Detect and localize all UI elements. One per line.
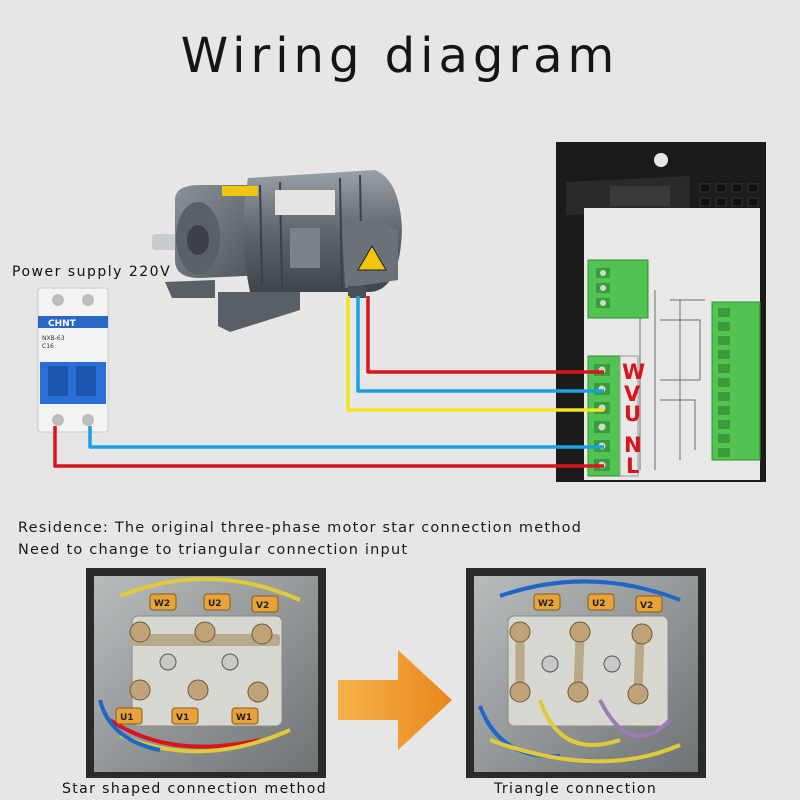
- star-label-w2: W2: [154, 599, 170, 609]
- schematic-print: [639, 290, 705, 470]
- instruction-note-2: Need to change to triangular connection …: [18, 542, 409, 558]
- instruction-note-1: Residence: The original three-phase moto…: [18, 520, 583, 536]
- triangle-connection-panel: W2 U2 V2: [466, 568, 706, 778]
- breaker-toggle-2: [76, 366, 96, 396]
- arrow-right-icon: [338, 650, 452, 750]
- wire-n-blue: [88, 426, 604, 449]
- breaker-toggle-1: [48, 366, 68, 396]
- motor-foot: [218, 292, 300, 332]
- gear-motor: [152, 170, 402, 332]
- triangle-connection-caption: Triangle connection: [494, 781, 658, 797]
- terminal-letter-v: V: [624, 382, 641, 406]
- circuit-breaker: CHNT NXB-63 C16: [37, 287, 109, 433]
- breaker-body: [37, 287, 109, 433]
- page-title: Wiring diagram: [180, 28, 620, 84]
- terminal-letter-n: N: [624, 433, 642, 457]
- warning-icon: [357, 245, 387, 271]
- triangle-label-v2: V2: [640, 601, 653, 611]
- terminal-block-small: [587, 259, 649, 319]
- terminal-block-main: [587, 355, 639, 477]
- terminal-block-right: [711, 301, 761, 461]
- wire-w-red: [366, 296, 604, 374]
- star-connection-caption: Star shaped connection method: [62, 781, 327, 797]
- star-label-u2: U2: [208, 599, 222, 609]
- star-label-v2: V2: [256, 601, 269, 611]
- cable-gland: [348, 286, 366, 298]
- wire-l-red: [53, 426, 604, 468]
- breaker-rating: C16: [42, 343, 54, 350]
- motor-nameplate: [275, 190, 335, 215]
- warning-strip: [222, 186, 258, 196]
- terminal-letter-u: U: [624, 402, 641, 426]
- terminal-letter-w: W: [622, 360, 645, 384]
- power-supply-label: Power supply 220V: [12, 264, 172, 280]
- wire-v-blue: [356, 296, 604, 393]
- controller-label-area: [610, 186, 670, 206]
- mount-hole: [654, 153, 668, 167]
- breaker-model: NXB-63: [42, 335, 65, 342]
- star-label-v1: V1: [176, 713, 189, 723]
- star-label-w1: W1: [236, 713, 252, 723]
- triangle-label-w2: W2: [538, 599, 554, 609]
- triangle-label-u2: U2: [592, 599, 606, 609]
- terminal-letter-l: L: [626, 454, 639, 478]
- breaker-brand: CHNT: [48, 319, 77, 329]
- breaker-brand-strip: [38, 316, 108, 328]
- vent-grille: [699, 183, 759, 207]
- wire-u-yellow: [346, 296, 604, 412]
- star-label-u1: U1: [120, 713, 134, 723]
- wires: [53, 296, 604, 468]
- star-connection-panel: W2 U2 V2 U1 V1 W1: [86, 568, 326, 778]
- speed-controller: W V U N L: [556, 142, 766, 482]
